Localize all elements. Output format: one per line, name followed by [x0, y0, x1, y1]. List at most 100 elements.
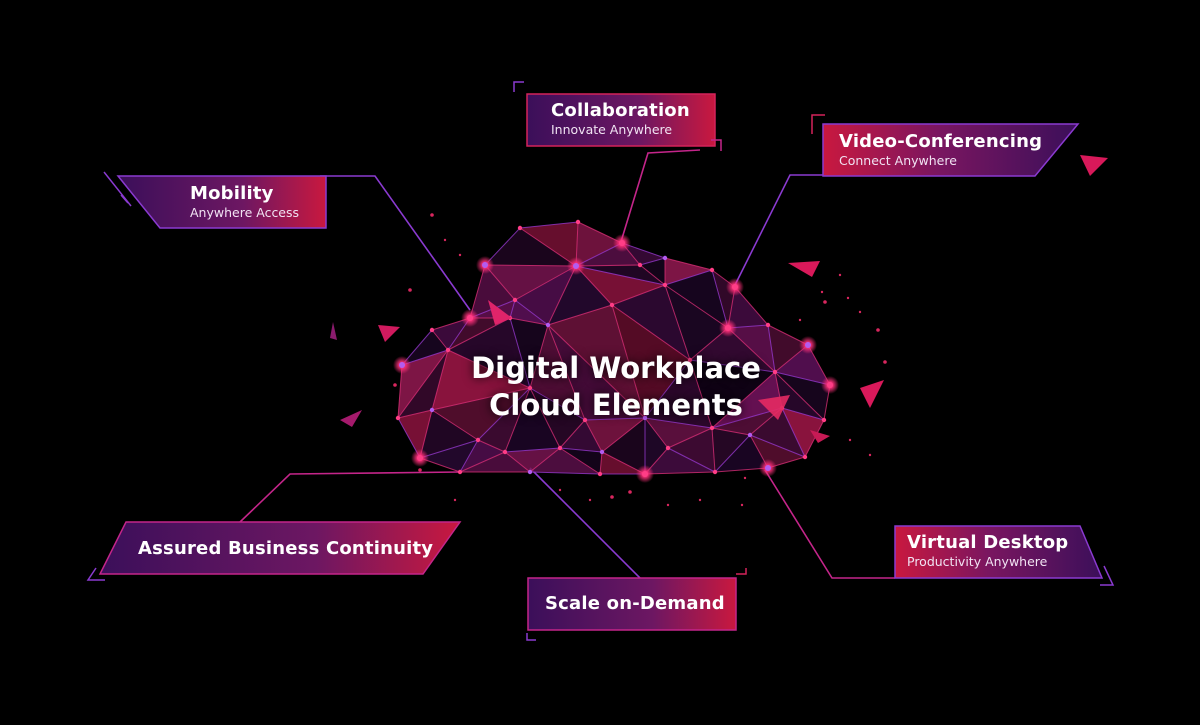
mesh-edge [689, 359, 776, 373]
mesh-node [475, 437, 481, 443]
mesh-node [662, 255, 668, 261]
mesh-node [467, 315, 473, 321]
particle-dot [868, 453, 872, 457]
mesh-edge [575, 264, 641, 267]
mesh-facet [510, 318, 548, 388]
center-title-line1: Digital Workplace [471, 351, 761, 385]
particle-dot [798, 318, 802, 322]
mesh-edge [547, 304, 613, 326]
mesh-node [805, 342, 811, 348]
mesh-node [445, 347, 451, 353]
cloud-mesh-nodes [393, 219, 839, 483]
mesh-facet [460, 440, 505, 472]
mesh-edge [599, 451, 603, 475]
mesh-node [395, 415, 401, 421]
mesh-facet [520, 222, 578, 266]
mesh-facet [782, 408, 824, 457]
mesh-facet [515, 266, 576, 325]
mesh-node [399, 362, 405, 368]
mesh-facet [432, 388, 530, 440]
floating-shards [330, 155, 1108, 443]
particle-dot [558, 488, 562, 492]
mesh-node [417, 455, 423, 461]
mesh-edge [547, 324, 646, 419]
particle-dot [393, 383, 397, 387]
mesh-node [597, 471, 603, 477]
mesh-facet [478, 388, 530, 452]
mesh-node [709, 425, 715, 431]
virtual-desktop-box [894, 525, 1115, 586]
mesh-edge [529, 387, 561, 449]
particle-dot [408, 288, 412, 292]
mesh-node [429, 327, 435, 333]
mesh-facet [612, 285, 690, 360]
mesh-node [429, 407, 435, 413]
mesh-edge [667, 427, 713, 449]
mesh-facet [510, 300, 548, 325]
mesh-edge [664, 257, 713, 271]
mesh-edge [711, 269, 729, 329]
particle-dot [443, 238, 447, 242]
mesh-node [527, 385, 533, 391]
mesh-node [482, 262, 488, 268]
mesh-edge [781, 407, 806, 458]
mesh-facet [665, 258, 712, 285]
mesh-edge [584, 417, 646, 421]
mesh-node [642, 471, 648, 477]
mesh-edge [447, 349, 531, 389]
mesh-edge [644, 417, 713, 429]
mesh-node [747, 432, 753, 438]
mesh-facet [576, 266, 665, 305]
mesh-facet [420, 440, 478, 472]
mesh-node [765, 465, 771, 471]
particle-dot [846, 296, 850, 300]
mesh-node [575, 219, 581, 225]
mesh-edge [664, 284, 729, 329]
mesh-edge [611, 304, 646, 419]
particle-dot [823, 300, 827, 304]
connector-lines [239, 149, 895, 579]
mesh-edge [509, 317, 549, 326]
mesh-facet [432, 350, 530, 410]
mesh-edge [644, 471, 716, 475]
mesh-node [827, 382, 833, 388]
mesh-edge [431, 349, 449, 411]
mesh-node [662, 282, 668, 288]
mesh-facet [602, 418, 645, 474]
particle-dot [430, 213, 434, 217]
mesh-node [573, 263, 579, 269]
mesh-edge [664, 284, 691, 361]
mesh-edge [469, 264, 486, 319]
mesh-facet [768, 325, 808, 372]
mesh-edge [459, 439, 479, 473]
mesh-node [821, 417, 827, 423]
mesh-edge [514, 265, 577, 301]
mesh-facet [690, 328, 775, 372]
mesh-edge [667, 447, 716, 473]
mesh-edge [711, 371, 776, 429]
video-conferencing-box [811, 114, 1080, 177]
particle-dot [588, 498, 592, 502]
particle-dot [820, 290, 824, 294]
particle-dots [393, 213, 887, 507]
mesh-edge [559, 447, 601, 475]
particle-dot [453, 498, 457, 502]
mesh-facet [640, 258, 665, 285]
mesh-edge [584, 419, 603, 453]
mesh-facet [505, 388, 560, 452]
mesh-facet [585, 418, 645, 452]
mesh-facet [432, 318, 470, 350]
mesh-edge [397, 409, 433, 419]
mesh-facet [576, 222, 622, 266]
particle-dot [838, 273, 842, 277]
mesh-node [642, 415, 648, 421]
center-title-line2: Cloud Elements [489, 388, 743, 422]
mesh-facet [402, 330, 448, 365]
mesh-node [665, 445, 671, 451]
mesh-facet [612, 305, 690, 418]
mesh-edge [774, 371, 825, 421]
mesh-edge [477, 439, 506, 453]
mesh-edge [644, 359, 691, 419]
mesh-edge [727, 327, 776, 373]
